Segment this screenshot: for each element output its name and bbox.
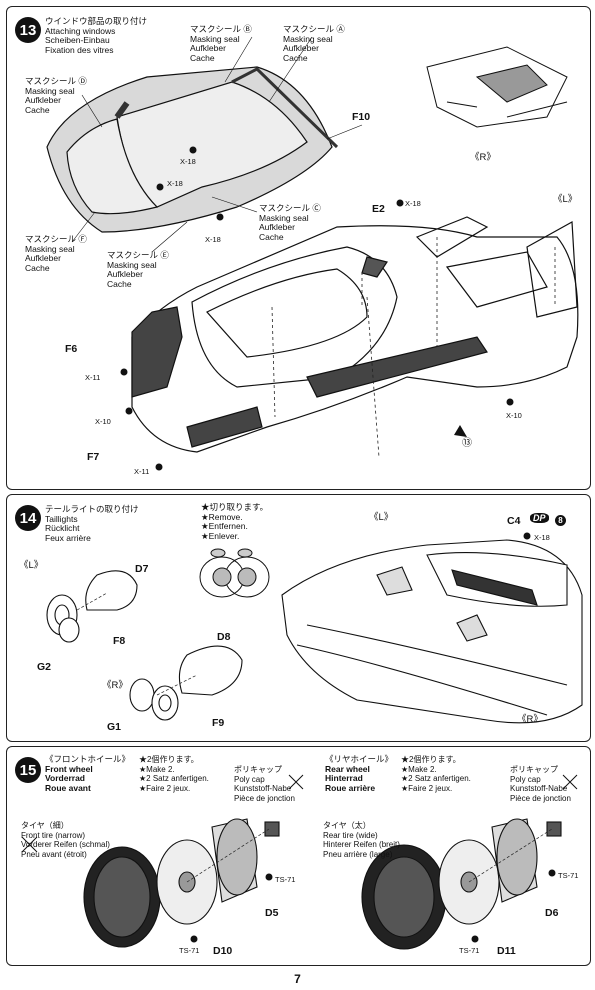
car-body xyxy=(131,216,579,453)
cutter-icon xyxy=(21,774,578,853)
ts71-paint-label: TS-71 xyxy=(558,871,579,880)
screw-x18-label: X-18 xyxy=(180,157,196,166)
part-d5-label: D5 xyxy=(265,907,279,919)
side-right-label: 《R》 xyxy=(517,714,543,725)
screw-x10-label: X-10 xyxy=(95,417,111,426)
windshield-f10 xyxy=(46,66,339,233)
screw-marker xyxy=(523,532,531,540)
arrow-icon xyxy=(454,425,467,437)
part-f7-label: F7 xyxy=(87,451,100,463)
page-number: 7 xyxy=(294,972,301,986)
part-f10-label: F10 xyxy=(352,111,371,123)
part-f9-label: F9 xyxy=(212,717,225,729)
part-d10-label: D10 xyxy=(213,945,233,957)
side-right-label: 《R》 xyxy=(470,152,496,163)
step-15-illustration xyxy=(21,774,578,950)
screw-markers xyxy=(190,869,556,943)
part-f6-label: F6 xyxy=(65,343,78,355)
step-14-illustration xyxy=(46,532,583,724)
detail-inset xyxy=(426,46,568,128)
leader-lines xyxy=(71,36,363,253)
make-two-note: ★2個作ります。★Make 2.★2 Satz anfertigen.★Fair… xyxy=(401,755,471,793)
step-number: 14 xyxy=(15,505,41,531)
ts71-paint-label: TS-71 xyxy=(275,875,296,884)
left-taillight-assembly xyxy=(46,570,138,643)
screw-x18-label: X-18 xyxy=(167,179,183,188)
screw-markers xyxy=(120,146,514,471)
right-taillight-assembly xyxy=(129,645,243,721)
part-f8-label: F8 xyxy=(113,635,126,647)
screw-x18-label: X-18 xyxy=(405,199,421,208)
remove-note: ★切り取ります。★Remove.★Entfernen.★Enlever. xyxy=(201,502,269,541)
side-right-label: 《R》 xyxy=(102,680,128,691)
step-number: 13 xyxy=(15,17,41,43)
step-number: 15 xyxy=(15,757,41,783)
part-g1-label: G1 xyxy=(107,721,122,733)
ts71-paint-label: TS-71 xyxy=(459,946,480,955)
screw-x10-label: X-10 xyxy=(506,411,522,420)
sprue-detail xyxy=(199,548,270,598)
screw-x18-label: X-18 xyxy=(205,235,221,244)
front-wheel-assembly xyxy=(83,818,280,948)
part-d6-label: D6 xyxy=(545,907,559,919)
part-d7-label: D7 xyxy=(135,563,149,575)
step-13-illustration xyxy=(46,36,579,471)
dp-badge: DP xyxy=(530,513,549,523)
guide-lines xyxy=(186,828,553,883)
ts71-paint-label: TS-71 xyxy=(179,946,200,955)
make-two-note: ★2個作ります。★Make 2.★2 Satz anfertigen.★Fair… xyxy=(139,755,209,793)
part-c4-label: C4 xyxy=(507,515,521,527)
part-e2-label: E2 xyxy=(372,203,385,215)
car-rear-body xyxy=(281,539,583,724)
screw-x11-label: X-11 xyxy=(134,467,150,476)
guide-lines xyxy=(76,592,198,696)
rear-tire-note: タイヤ（太）Rear tire (wide)Hinterer Reifen (b… xyxy=(323,821,400,859)
guide-lines xyxy=(271,237,556,458)
part-d11-label: D11 xyxy=(497,945,516,957)
part-g2-label: G2 xyxy=(37,661,52,673)
screw-x18-label: X-18 xyxy=(534,533,550,542)
side-left-label: 《L》 xyxy=(553,194,578,205)
side-left-label: 《L》 xyxy=(369,512,394,523)
step-ref-13: ⑬ xyxy=(462,438,472,449)
paint-number-badge: 8 xyxy=(555,515,566,526)
part-d8-label: D8 xyxy=(217,631,231,643)
screw-x11-label: X-11 xyxy=(85,373,101,382)
front-tire-note: タイヤ（細）Front tire (narrow)Vorderer Reifen… xyxy=(21,821,110,859)
side-left-label: 《L》 xyxy=(19,560,44,571)
